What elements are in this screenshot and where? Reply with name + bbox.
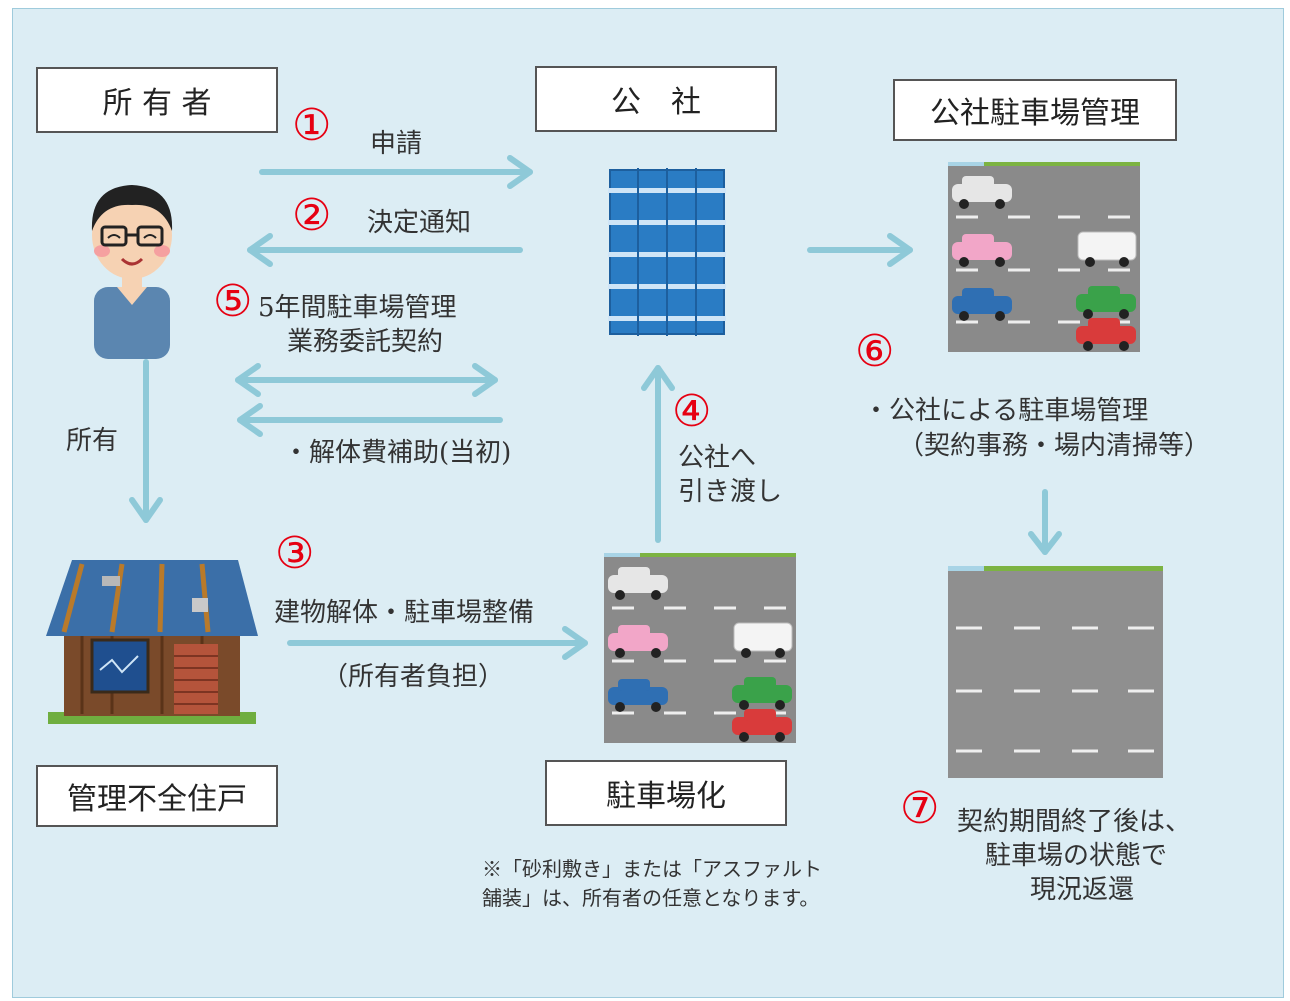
- step-6-line2: （契約事務・場内清掃等）: [898, 431, 1211, 461]
- step-5-line2: 業務委託契約: [287, 327, 444, 357]
- step-2-number: ②: [292, 190, 332, 241]
- step-3-line2: （所有者負担）: [322, 662, 505, 692]
- empty-lot-icon: [948, 566, 1163, 778]
- run-down-house-icon: [46, 560, 258, 724]
- step-4-line2: 引き渡し: [678, 477, 783, 507]
- arrow-contract: [235, 363, 498, 397]
- arrow-handover: [641, 365, 675, 543]
- step-5-line1: 5年間駐車場管理: [258, 293, 457, 323]
- arrow-to-return: [1028, 489, 1062, 555]
- parking-conversion-box: 駐車場化: [545, 760, 787, 826]
- corporation-box: 公 社: [535, 66, 777, 132]
- ownership-label: 所有: [66, 426, 119, 456]
- step-7-line1: 契約期間終了後は、: [957, 807, 1192, 837]
- step-7-line2: 駐車場の状態で: [985, 841, 1168, 871]
- step-4-line1: 公社へ: [678, 443, 757, 473]
- step-1-label: 申請: [370, 129, 423, 159]
- arrow-subsidy: [237, 403, 503, 437]
- corporation-label: 公 社: [611, 85, 701, 120]
- owner-label: 所 有 者: [102, 86, 212, 121]
- step-3-number: ③: [275, 528, 315, 579]
- arrow-apply: [259, 155, 533, 189]
- parking-conversion-label: 駐車場化: [606, 779, 726, 814]
- arrow-to-management: [807, 233, 913, 267]
- step-1-number: ①: [292, 100, 332, 151]
- step-7-number: ⑦: [900, 783, 940, 834]
- step-2-label: 決定通知: [367, 208, 472, 238]
- building-icon: [608, 168, 726, 336]
- owner-box: 所 有 者: [36, 67, 278, 133]
- parking-lot-icon: [948, 162, 1140, 352]
- step-6-line1: ・公社による駐車場管理: [863, 396, 1149, 426]
- note-line2: 舗装」は、所有者の任意となります。: [482, 886, 820, 910]
- step-7-line3: 現況返還: [1030, 875, 1135, 905]
- note-line1: ※「砂利敷き」または「アスファルト: [482, 857, 822, 881]
- step-6-number: ⑥: [855, 326, 895, 377]
- arrow-notice: [247, 233, 523, 267]
- vacant-house-box: 管理不全住戸: [36, 765, 278, 827]
- step-4-number: ④: [672, 386, 712, 437]
- arrow-ownership: [129, 359, 163, 523]
- parking-lot-icon: [604, 553, 796, 743]
- step-5-line3: ・解体費補助(当初): [283, 438, 512, 468]
- person-icon: [91, 185, 173, 359]
- vacant-house-label: 管理不全住戸: [67, 782, 247, 817]
- step-5-number: ⑤: [213, 276, 253, 327]
- corp-parking-box: 公社駐車場管理: [893, 79, 1177, 141]
- corp-parking-label: 公社駐車場管理: [930, 96, 1140, 131]
- arrow-demolition: [287, 626, 588, 660]
- step-3-line1: 建物解体・駐車場整備: [274, 598, 535, 628]
